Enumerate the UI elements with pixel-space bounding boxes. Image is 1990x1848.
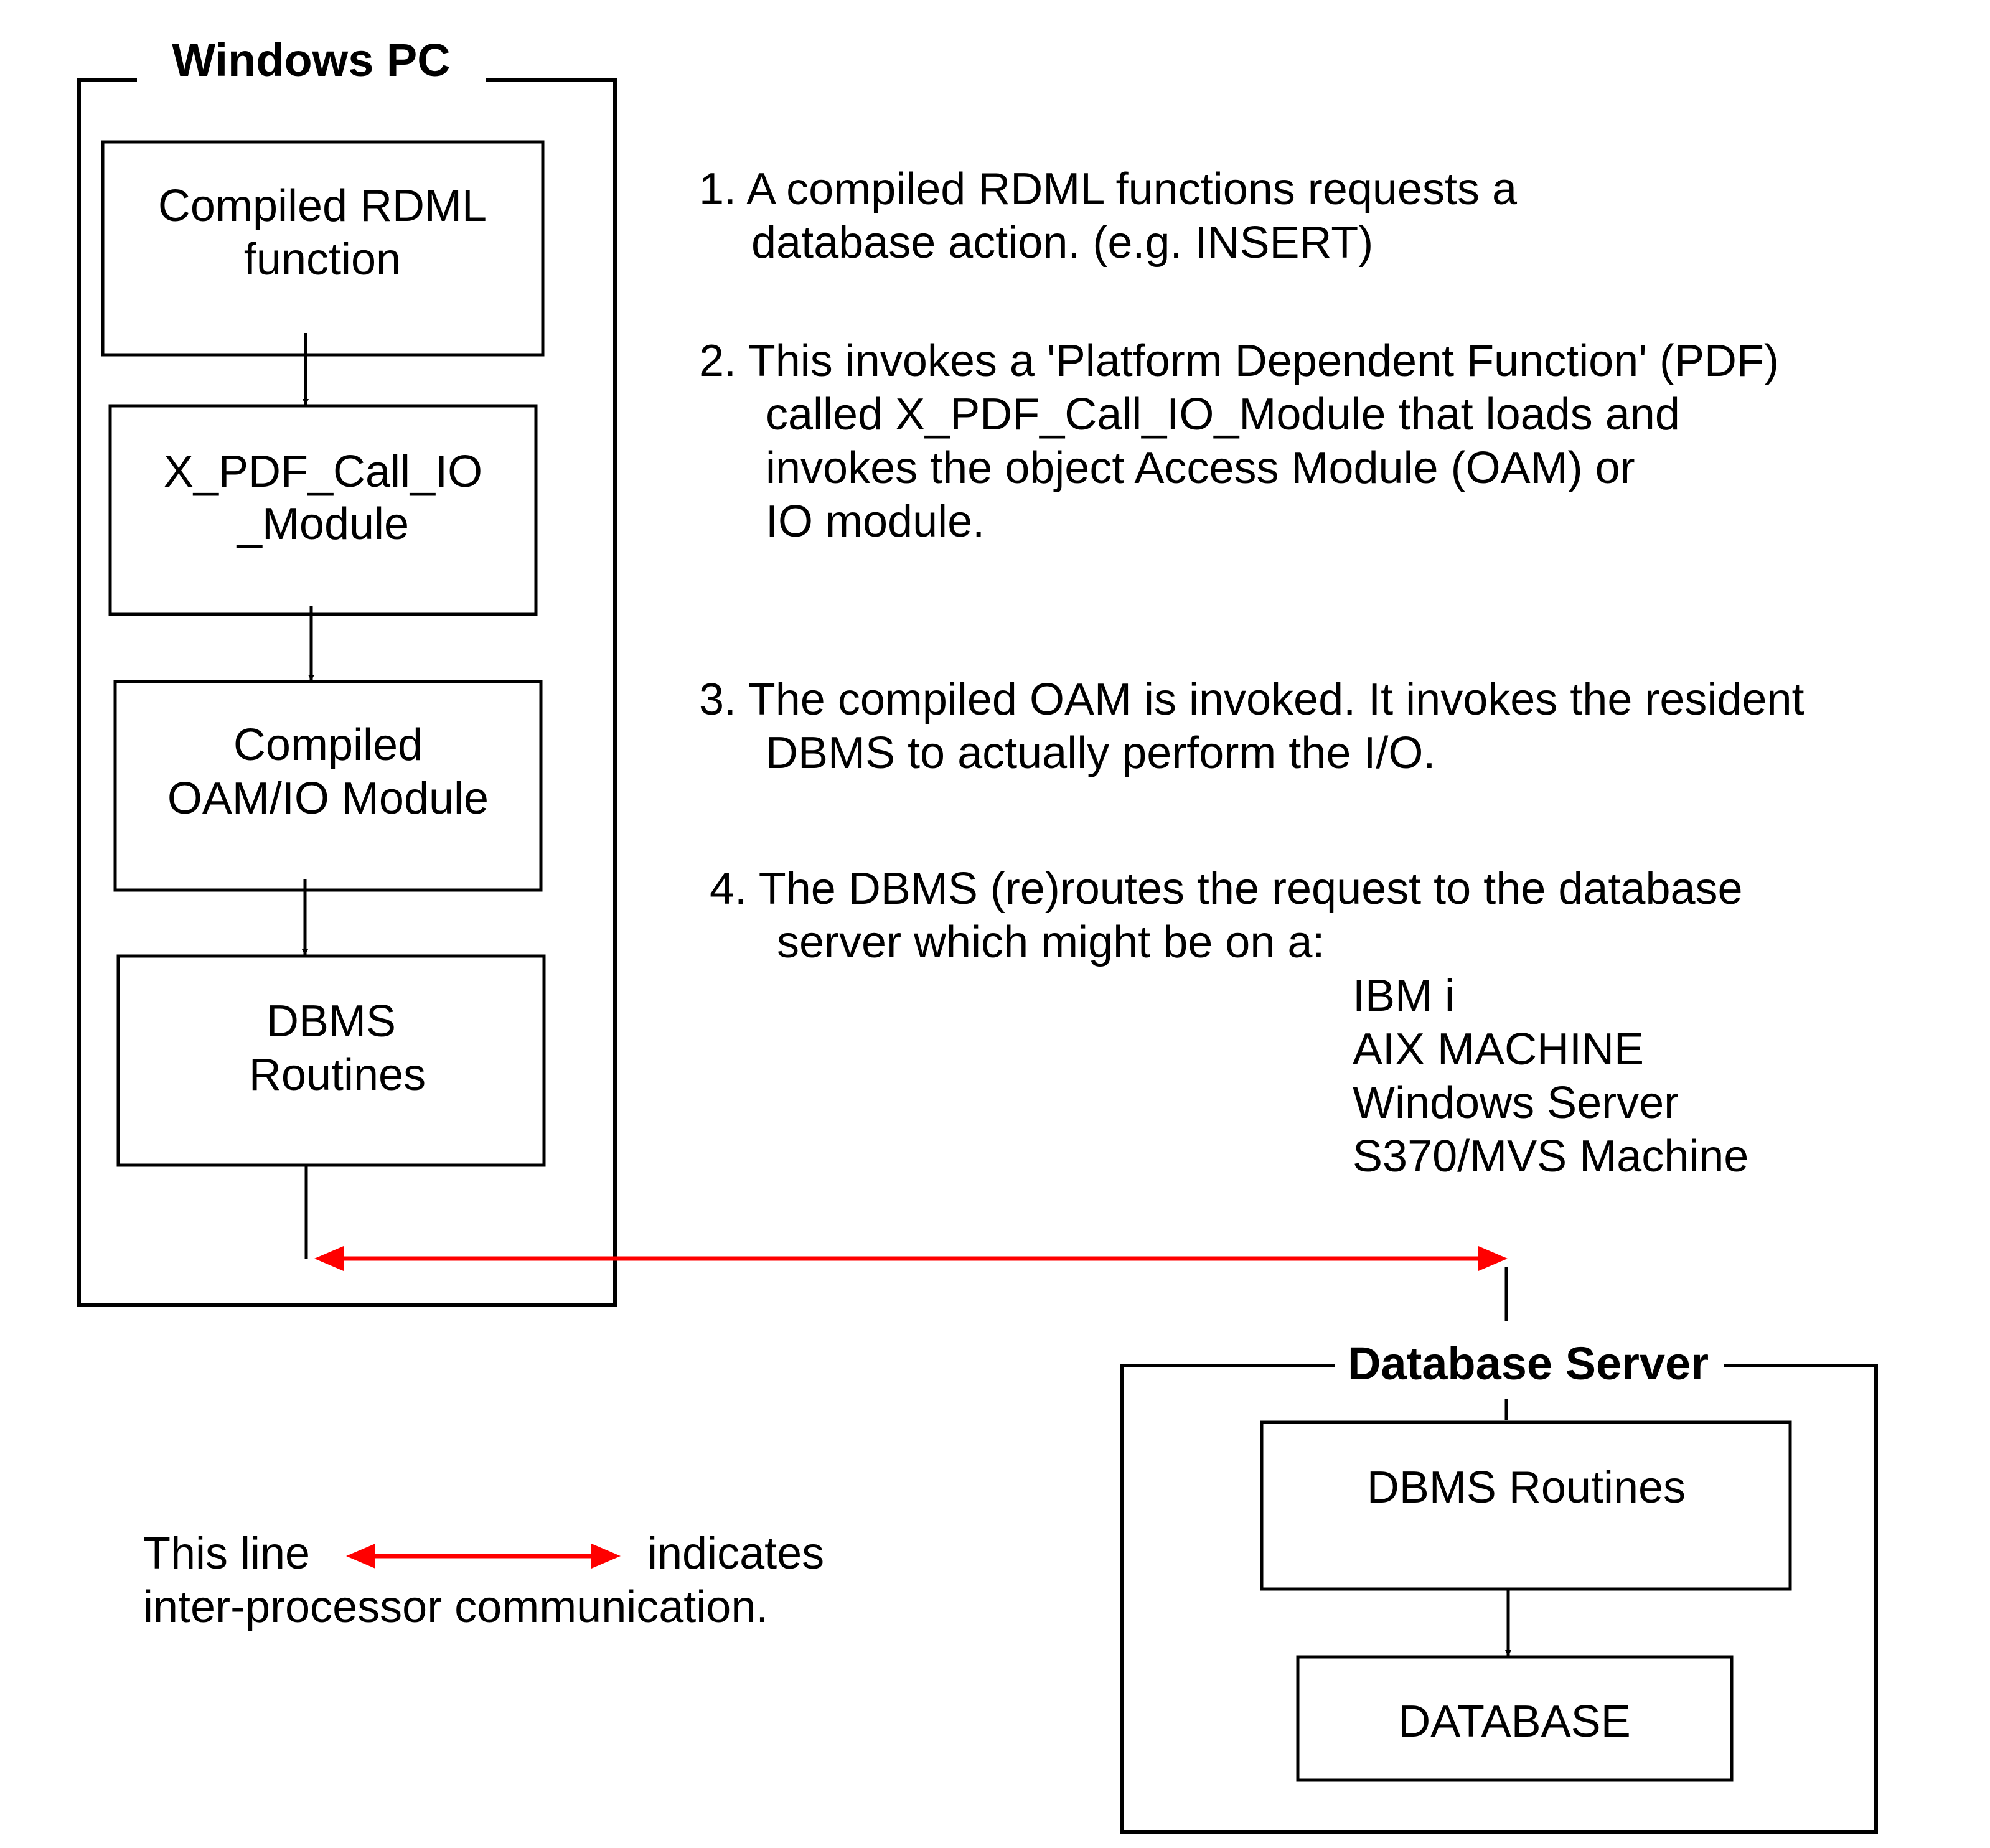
box-database: DATABASE: [1296, 1655, 1734, 1782]
box-dbms-routines-pc-line2: Routines: [249, 1050, 426, 1100]
step-3-line1: 3. The compiled OAM is invoked. It invok…: [699, 675, 1805, 725]
windows-pc-title: Windows PC: [172, 34, 450, 86]
box-dbms-routines-pc-line1: DBMS: [266, 997, 396, 1046]
box-x-pdf-call-io-module-line1: X_PDF_Call_IO: [164, 447, 482, 497]
box-x-pdf-call-io-module: X_PDF_Call_IO _Module: [108, 404, 538, 616]
legend-line2: inter-processor communication.: [143, 1582, 768, 1632]
box-compiled-oam-io-module-line1: Compiled: [233, 720, 423, 770]
step-2-line3: invokes the object Access Module (OAM) o…: [766, 443, 1635, 493]
box-dbms-routines-server-line1: DBMS Routines: [1367, 1463, 1686, 1513]
box-compiled-oam-io-module-line2: OAM/IO Module: [167, 774, 489, 823]
box-dbms-routines-pc: DBMS Routines: [116, 954, 546, 1167]
step-4-line1: 4. The DBMS (re)routes the request to th…: [710, 864, 1743, 914]
legend-suffix: indicates: [647, 1529, 824, 1578]
windows-pc-group: Windows PC Compiled RDML function X_PDF_…: [77, 34, 617, 1307]
box-database-line1: DATABASE: [1398, 1697, 1630, 1747]
windows-pc-frame: [77, 78, 617, 1307]
legend-red-double-arrow: [346, 1544, 621, 1569]
step-2-line4: IO module.: [766, 497, 985, 546]
platform-s370-mvs: S370/MVS Machine: [1353, 1132, 1748, 1181]
step-2-line1: 2. This invokes a 'Platform Dependent Fu…: [699, 336, 1779, 386]
step-1-line1: 1. A compiled RDML functions requests a: [699, 164, 1518, 214]
box-compiled-rdml-function-line2: function: [244, 235, 401, 284]
step-2-line2: called X_PDF_Call_IO_Module that loads a…: [766, 390, 1680, 439]
legend: This line indicates inter-processor comm…: [143, 1529, 824, 1632]
database-server-title: Database Server: [1348, 1338, 1709, 1389]
steps-list: 1. A compiled RDML functions requests a …: [699, 164, 1805, 967]
database-server-group: Database Server DBMS Routines DATABASE: [1120, 1338, 1878, 1834]
comm-arrowhead-right: [1478, 1246, 1508, 1271]
platform-ibm-i: IBM i: [1353, 971, 1455, 1021]
database-server-frame: [1120, 1364, 1878, 1834]
step-4-line2: server which might be on a:: [777, 917, 1325, 967]
platform-windows-server: Windows Server: [1353, 1078, 1679, 1128]
box-compiled-rdml-function: Compiled RDML function: [101, 140, 545, 357]
platform-aix-machine: AIX MACHINE: [1353, 1025, 1644, 1074]
step-1-line2: database action. (e.g. INSERT): [751, 218, 1373, 268]
box-compiled-oam-io-module: Compiled OAM/IO Module: [113, 680, 543, 892]
box-dbms-routines-server: DBMS Routines: [1260, 1420, 1792, 1591]
box-x-pdf-call-io-module-line2: _Module: [236, 499, 409, 549]
comm-arrowhead-left: [314, 1246, 344, 1271]
legend-prefix: This line: [143, 1529, 310, 1578]
step-3-line2: DBMS to actually perform the I/O.: [766, 728, 1435, 778]
box-compiled-rdml-function-line1: Compiled RDML: [158, 181, 487, 231]
server-platform-list: IBM i AIX MACHINE Windows Server S370/MV…: [1353, 971, 1748, 1181]
inter-processor-communication-line: [314, 1246, 1508, 1271]
